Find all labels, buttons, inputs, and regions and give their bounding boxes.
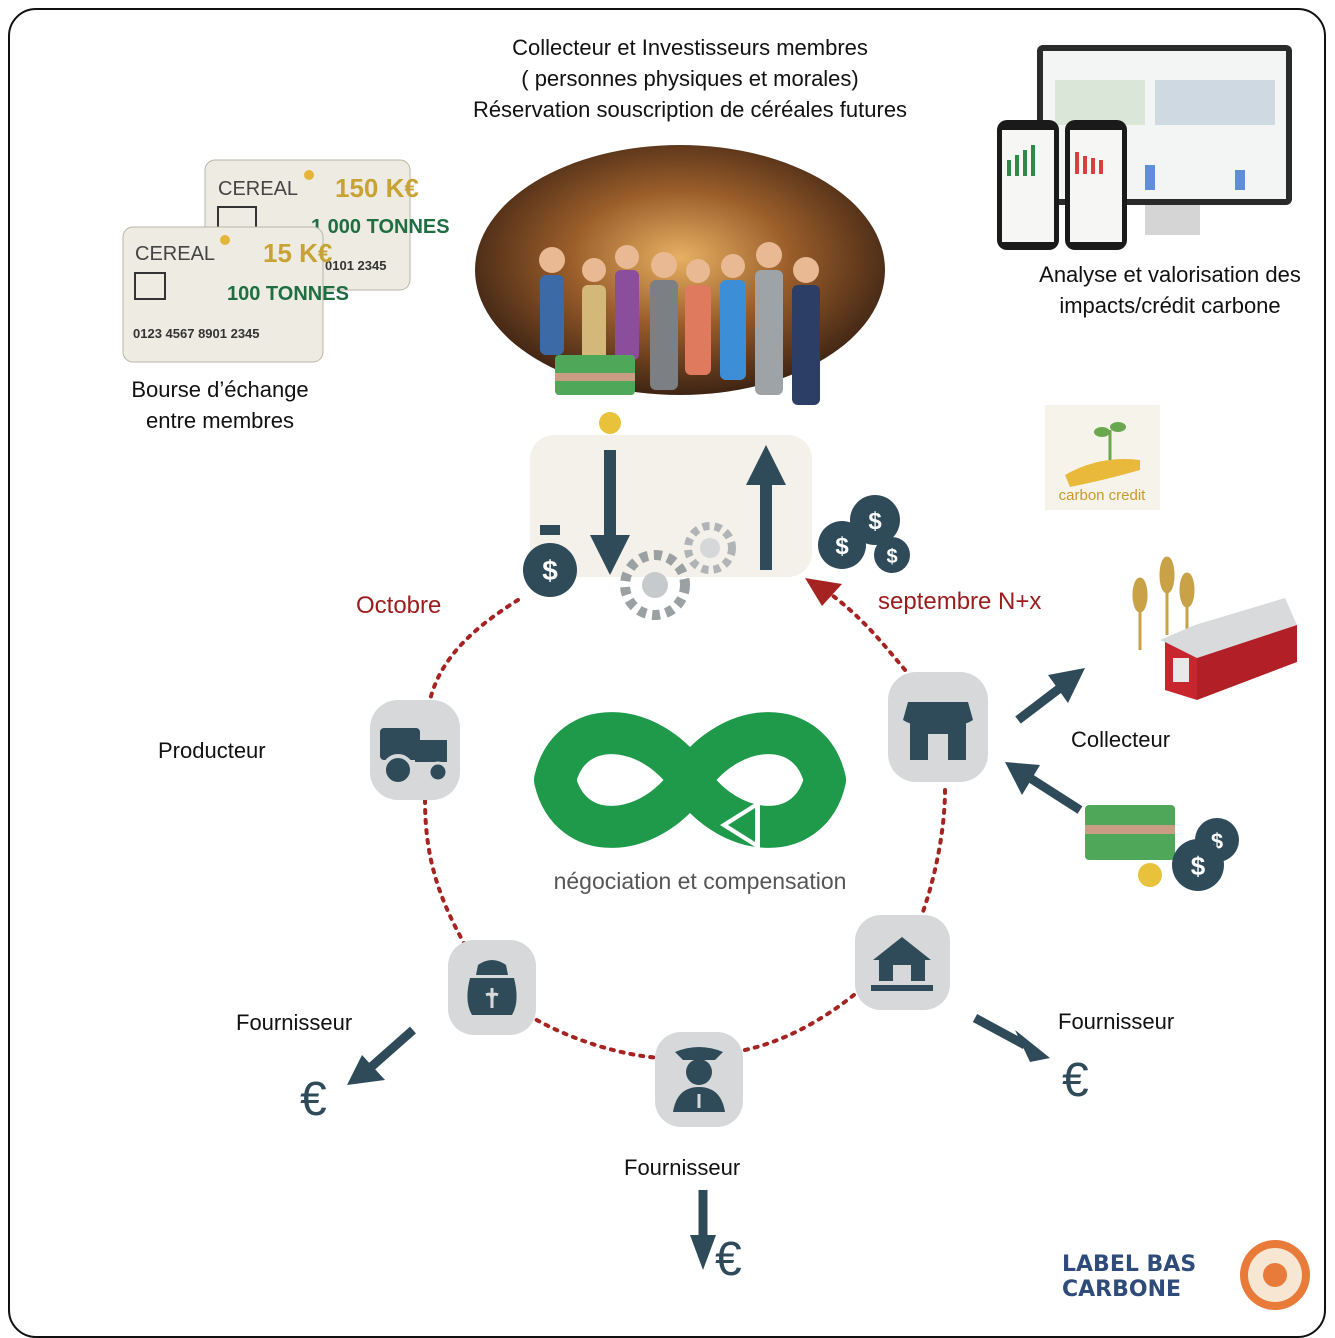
fournisseur-right-label: Fournisseur (1058, 1009, 1175, 1034)
money-bag-right-2: $ (1172, 839, 1224, 891)
node-fournisseur-right (855, 915, 950, 1010)
collecteur-money-icon: $ $ (1085, 805, 1239, 891)
dotted-path-right (918, 788, 947, 922)
label-bas-carbone: LABEL BAS CARBONE (1062, 1252, 1196, 1302)
svg-text:$: $ (868, 508, 882, 535)
phone-right-icon (1065, 120, 1127, 250)
card-front-tonnes: 100 TONNES (227, 283, 349, 305)
dotted-path-septembre (823, 588, 907, 672)
arrow-fournisseur-right-euro (972, 1014, 1050, 1062)
infinity-icon (534, 712, 846, 850)
people-group-icon (539, 242, 820, 405)
bourse-label: Bourse d’échange entre membres (110, 374, 330, 436)
svg-text:$: $ (835, 533, 849, 560)
producteur-label: Producteur (158, 738, 266, 763)
shop-icon (903, 702, 973, 760)
euro-bottom: € (715, 1233, 742, 1286)
exchange-box (530, 435, 812, 620)
bourse-line-1: Bourse d’échange (131, 377, 309, 402)
node-fournisseur-bottom (655, 1032, 743, 1127)
fournisseur-bottom-label: Fournisseur (624, 1155, 741, 1180)
header-line-1: Collecteur et Investisseurs membres (512, 35, 868, 60)
card-front-number: 0123 4567 8901 2345 (133, 326, 260, 341)
dotted-path-left (423, 798, 467, 947)
node-producteur (370, 700, 460, 800)
carbon-credit-badge: carbon credit (1045, 405, 1160, 510)
arrow-money-to-collecteur (1005, 762, 1083, 814)
tractor-icon (380, 728, 449, 786)
farmer-icon (673, 1047, 725, 1112)
dotted-path-bottom-left (526, 1013, 662, 1060)
money-bag-symbol: $ (542, 555, 558, 586)
phone-left-icon (997, 120, 1059, 250)
warehouse-icon (871, 937, 933, 991)
card-front-amount: 15 K€ (263, 238, 332, 268)
analyse-label: Analyse et valorisation des impacts/créd… (1005, 259, 1335, 321)
cereal-cards: CEREAL 150 K€ 1 000 TONNES 0101 2345 CER… (122, 159, 450, 363)
monitor-icon (1037, 45, 1292, 235)
card-back-brand: CEREAL (218, 178, 298, 200)
card-front-brand: CEREAL (135, 243, 215, 265)
banknotes-stack (1085, 805, 1175, 887)
header-text: Collecteur et Investisseurs membres ( pe… (380, 32, 1000, 125)
fournisseur-left-label: Fournisseur (236, 1010, 353, 1035)
money-bag-2: $ (850, 495, 900, 545)
label-line-2: CARBONE (1062, 1277, 1182, 1302)
banknotes-icon (555, 355, 635, 434)
euro-left: € (300, 1073, 327, 1126)
dashboard-devices (997, 45, 1292, 250)
card-back-number: 0101 2345 (325, 258, 386, 273)
money-bag-icon: $ (523, 525, 577, 597)
barn-icon (1160, 598, 1297, 700)
arrow-fournisseur-bottom-euro (690, 1190, 716, 1270)
analyse-line-2: impacts/crédit carbone (1059, 293, 1281, 318)
bourse-line-2: entre membres (146, 408, 294, 433)
investors-illustration (475, 145, 885, 434)
carbon-credit-text: carbon credit (1059, 487, 1147, 504)
header-line-3: Réservation souscription de céréales fut… (472, 97, 908, 122)
svg-text:$: $ (1191, 851, 1206, 881)
money-bag-3: $ (874, 537, 910, 573)
certification-seal (1240, 1240, 1310, 1310)
diagram-frame (8, 8, 1326, 1338)
node-fournisseur-left (448, 940, 536, 1035)
barn-illustration (1132, 556, 1297, 700)
arrow-fournisseur-left-euro (347, 1026, 416, 1085)
month-end-label: septembre N+x (878, 588, 1042, 615)
down-arrow (590, 450, 630, 575)
header-line-2: ( personnes physiques et morales) (521, 66, 859, 91)
card-back-tonnes: 1 000 TONNES (311, 216, 450, 238)
euro-right: € (1062, 1054, 1089, 1107)
arrow-collecteur-to-barn (1015, 668, 1085, 724)
svg-text:$: $ (886, 546, 897, 568)
gear-icon (620, 522, 736, 620)
cycle-arrowhead (805, 578, 842, 606)
analyse-line-1: Analyse et valorisation des (1039, 262, 1301, 287)
up-arrow (746, 445, 786, 570)
month-start-label: Octobre (356, 592, 442, 619)
card-front: CEREAL 15 K€ 100 TONNES 0123 4567 8901 2… (122, 226, 349, 363)
node-collecteur (888, 672, 988, 782)
hand-plant-icon (1065, 422, 1140, 487)
money-bags-group-icon: $ $ $ (818, 495, 910, 573)
grain-sack-icon (467, 960, 517, 1015)
cycle-center-label: négociation et compensation (553, 868, 847, 894)
card-back-amount: 150 K€ (335, 173, 419, 203)
label-line-1: LABEL BAS (1062, 1252, 1197, 1277)
collecteur-label: Collecteur (1071, 727, 1171, 752)
dotted-path-octobre (428, 598, 520, 702)
